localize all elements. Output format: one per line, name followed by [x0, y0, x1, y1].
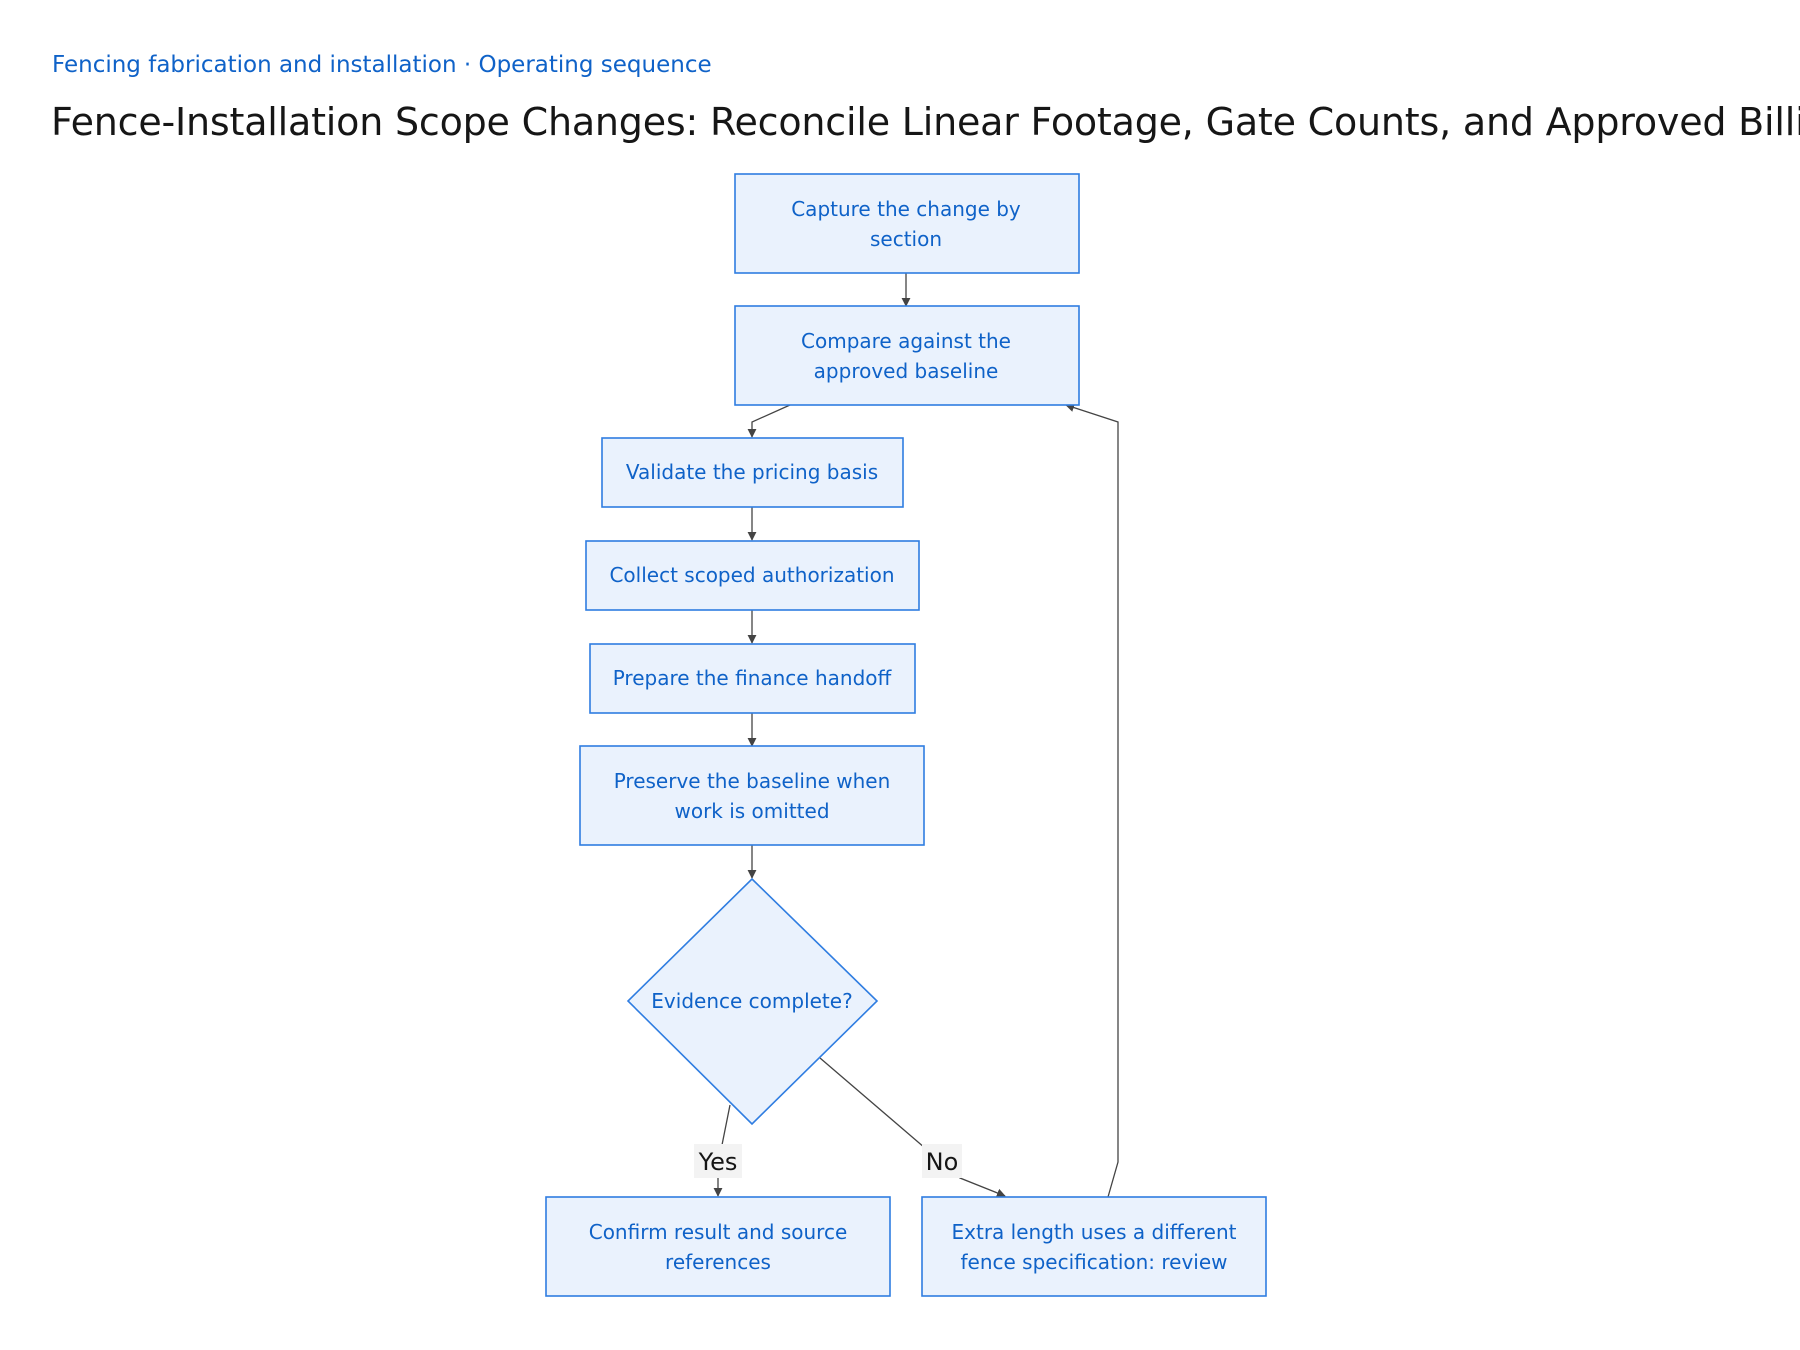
svg-text:Collect scoped authorization: Collect scoped authorization: [609, 563, 894, 587]
svg-text:work is omitted: work is omitted: [674, 799, 829, 823]
svg-text:Extra length uses a different: Extra length uses a different: [952, 1220, 1237, 1244]
node-review-specification[interactable]: Extra length uses a different fence spec…: [921, 1196, 1267, 1297]
edge-label-no: No: [922, 1144, 962, 1178]
svg-text:No: No: [926, 1148, 959, 1176]
breadcrumb[interactable]: Fencing fabrication and installation · O…: [52, 52, 712, 78]
svg-text:Validate the pricing basis: Validate the pricing basis: [626, 460, 878, 484]
edge-decision-no: [819, 1057, 1006, 1198]
svg-text:Prepare the finance handoff: Prepare the finance handoff: [613, 666, 893, 690]
svg-text:section: section: [870, 227, 942, 251]
edge-label-yes: Yes: [694, 1144, 742, 1178]
svg-text:Capture the change by: Capture the change by: [791, 197, 1021, 221]
edge-compare-to-validate: [747, 404, 791, 438]
svg-text:approved baseline: approved baseline: [814, 359, 999, 383]
svg-text:Preserve the baseline when: Preserve the baseline when: [614, 769, 891, 793]
svg-text:references: references: [665, 1250, 771, 1274]
node-prepare-handoff[interactable]: Prepare the finance handoff: [589, 643, 916, 714]
node-decision-evidence[interactable]: Evidence complete?: [626, 877, 879, 1126]
svg-text:fence specification: review: fence specification: review: [960, 1250, 1227, 1274]
svg-text:Compare against the: Compare against the: [801, 329, 1011, 353]
edge-review-to-compare: [1065, 403, 1119, 1198]
svg-text:Evidence complete?: Evidence complete?: [651, 989, 852, 1013]
node-preserve-baseline[interactable]: Preserve the baseline when work is omitt…: [579, 745, 925, 846]
svg-text:Yes: Yes: [698, 1148, 738, 1176]
node-capture-change[interactable]: Capture the change by section: [734, 173, 1080, 274]
node-confirm-result[interactable]: Confirm result and source references: [545, 1196, 891, 1297]
node-collect-authorization[interactable]: Collect scoped authorization: [585, 540, 920, 611]
svg-text:Confirm result and source: Confirm result and source: [589, 1220, 848, 1244]
node-validate-pricing[interactable]: Validate the pricing basis: [601, 437, 904, 508]
node-compare-baseline[interactable]: Compare against the approved baseline: [734, 305, 1080, 406]
page-title: Fence-Installation Scope Changes: Reconc…: [51, 100, 1800, 144]
